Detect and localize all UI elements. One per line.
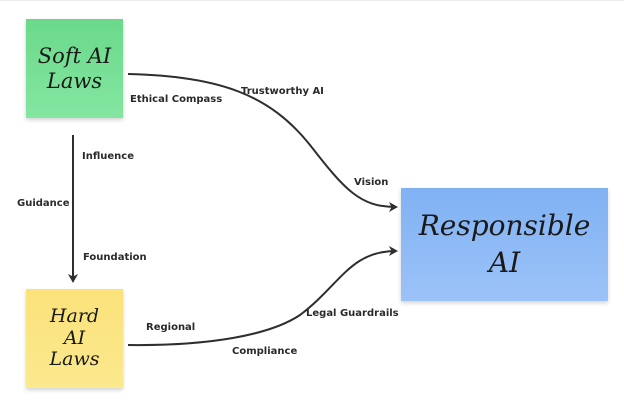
edge-hard-to-responsible[interactable]: [127, 246, 398, 347]
node-responsible-ai-line-1: Responsible: [418, 209, 591, 243]
canvas-top-border: [0, 0, 624, 1]
node-responsible-ai[interactable]: Responsible AI: [401, 188, 608, 301]
edge-label-guidance: Guidance: [17, 198, 70, 209]
node-hard-ai-laws-line-2: AI: [63, 326, 86, 349]
node-responsible-ai-line-2: AI: [488, 245, 521, 279]
edge-label-legal-guardrails: Legal Guardrails: [306, 308, 399, 319]
edge-soft-to-responsible[interactable]: [127, 73, 398, 212]
edge-label-regional: Regional: [146, 322, 196, 333]
node-soft-ai-laws-line-1: Soft AI: [37, 44, 112, 69]
node-soft-ai-laws[interactable]: Soft AI Laws: [26, 19, 123, 118]
edge-label-trustworthy-ai: Trustworthy AI: [241, 86, 324, 97]
edge-label-vision: Vision: [354, 177, 389, 188]
edge-label-foundation: Foundation: [83, 252, 147, 263]
edge-label-ethical-compass: Ethical Compass: [130, 94, 223, 105]
node-soft-ai-laws-line-2: Laws: [46, 68, 103, 93]
node-hard-ai-laws-line-3: Laws: [49, 348, 100, 371]
edge-label-influence: Influence: [82, 151, 134, 162]
node-hard-ai-laws[interactable]: Hard AI Laws: [26, 289, 123, 388]
edge-label-compliance: Compliance: [232, 346, 298, 357]
node-hard-ai-laws-line-1: Hard: [49, 304, 100, 327]
